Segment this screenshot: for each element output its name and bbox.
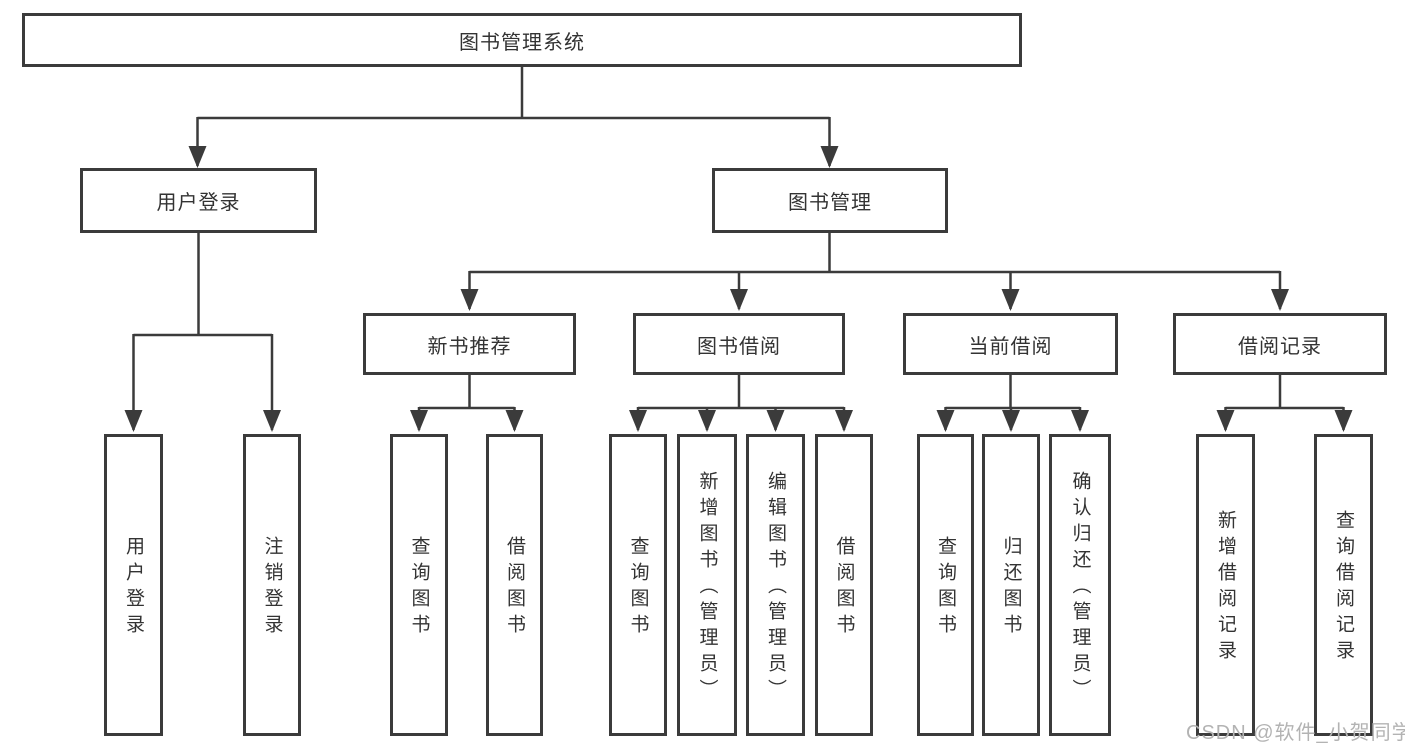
leaf-borrowing-borrow-books: 借阅图书 xyxy=(815,434,873,736)
leaf-logout: 注销登录 xyxy=(243,434,301,736)
leaf-recommend-borrow-books: 借阅图书 xyxy=(486,434,543,736)
node-book-borrowing: 图书借阅 xyxy=(633,313,845,375)
leaf-current-return-books: 归还图书 xyxy=(982,434,1040,736)
leaf-borrowing-add-books-admin: 新增图书（管理员） xyxy=(677,434,737,736)
leaf-recommend-query-books: 查询图书 xyxy=(390,434,448,736)
leaf-borrowing-query-books: 查询图书 xyxy=(609,434,667,736)
leaf-user-login: 用户登录 xyxy=(104,434,163,736)
leaf-current-query-books: 查询图书 xyxy=(917,434,974,736)
node-new-book-recommend: 新书推荐 xyxy=(363,313,576,375)
node-user-login: 用户登录 xyxy=(80,168,317,233)
leaf-records-query-record: 查询借阅记录 xyxy=(1314,434,1373,736)
watermark-text: CSDN @软件_小贺同学 xyxy=(1186,722,1405,744)
node-current-borrowing: 当前借阅 xyxy=(903,313,1118,375)
leaf-records-add-record: 新增借阅记录 xyxy=(1196,434,1255,736)
leaf-borrowing-edit-books-admin: 编辑图书（管理员） xyxy=(746,434,805,736)
node-root-system: 图书管理系统 xyxy=(22,13,1022,67)
leaf-current-confirm-return-admin: 确认归还（管理员） xyxy=(1049,434,1111,736)
node-book-management: 图书管理 xyxy=(712,168,948,233)
node-borrowing-records: 借阅记录 xyxy=(1173,313,1387,375)
